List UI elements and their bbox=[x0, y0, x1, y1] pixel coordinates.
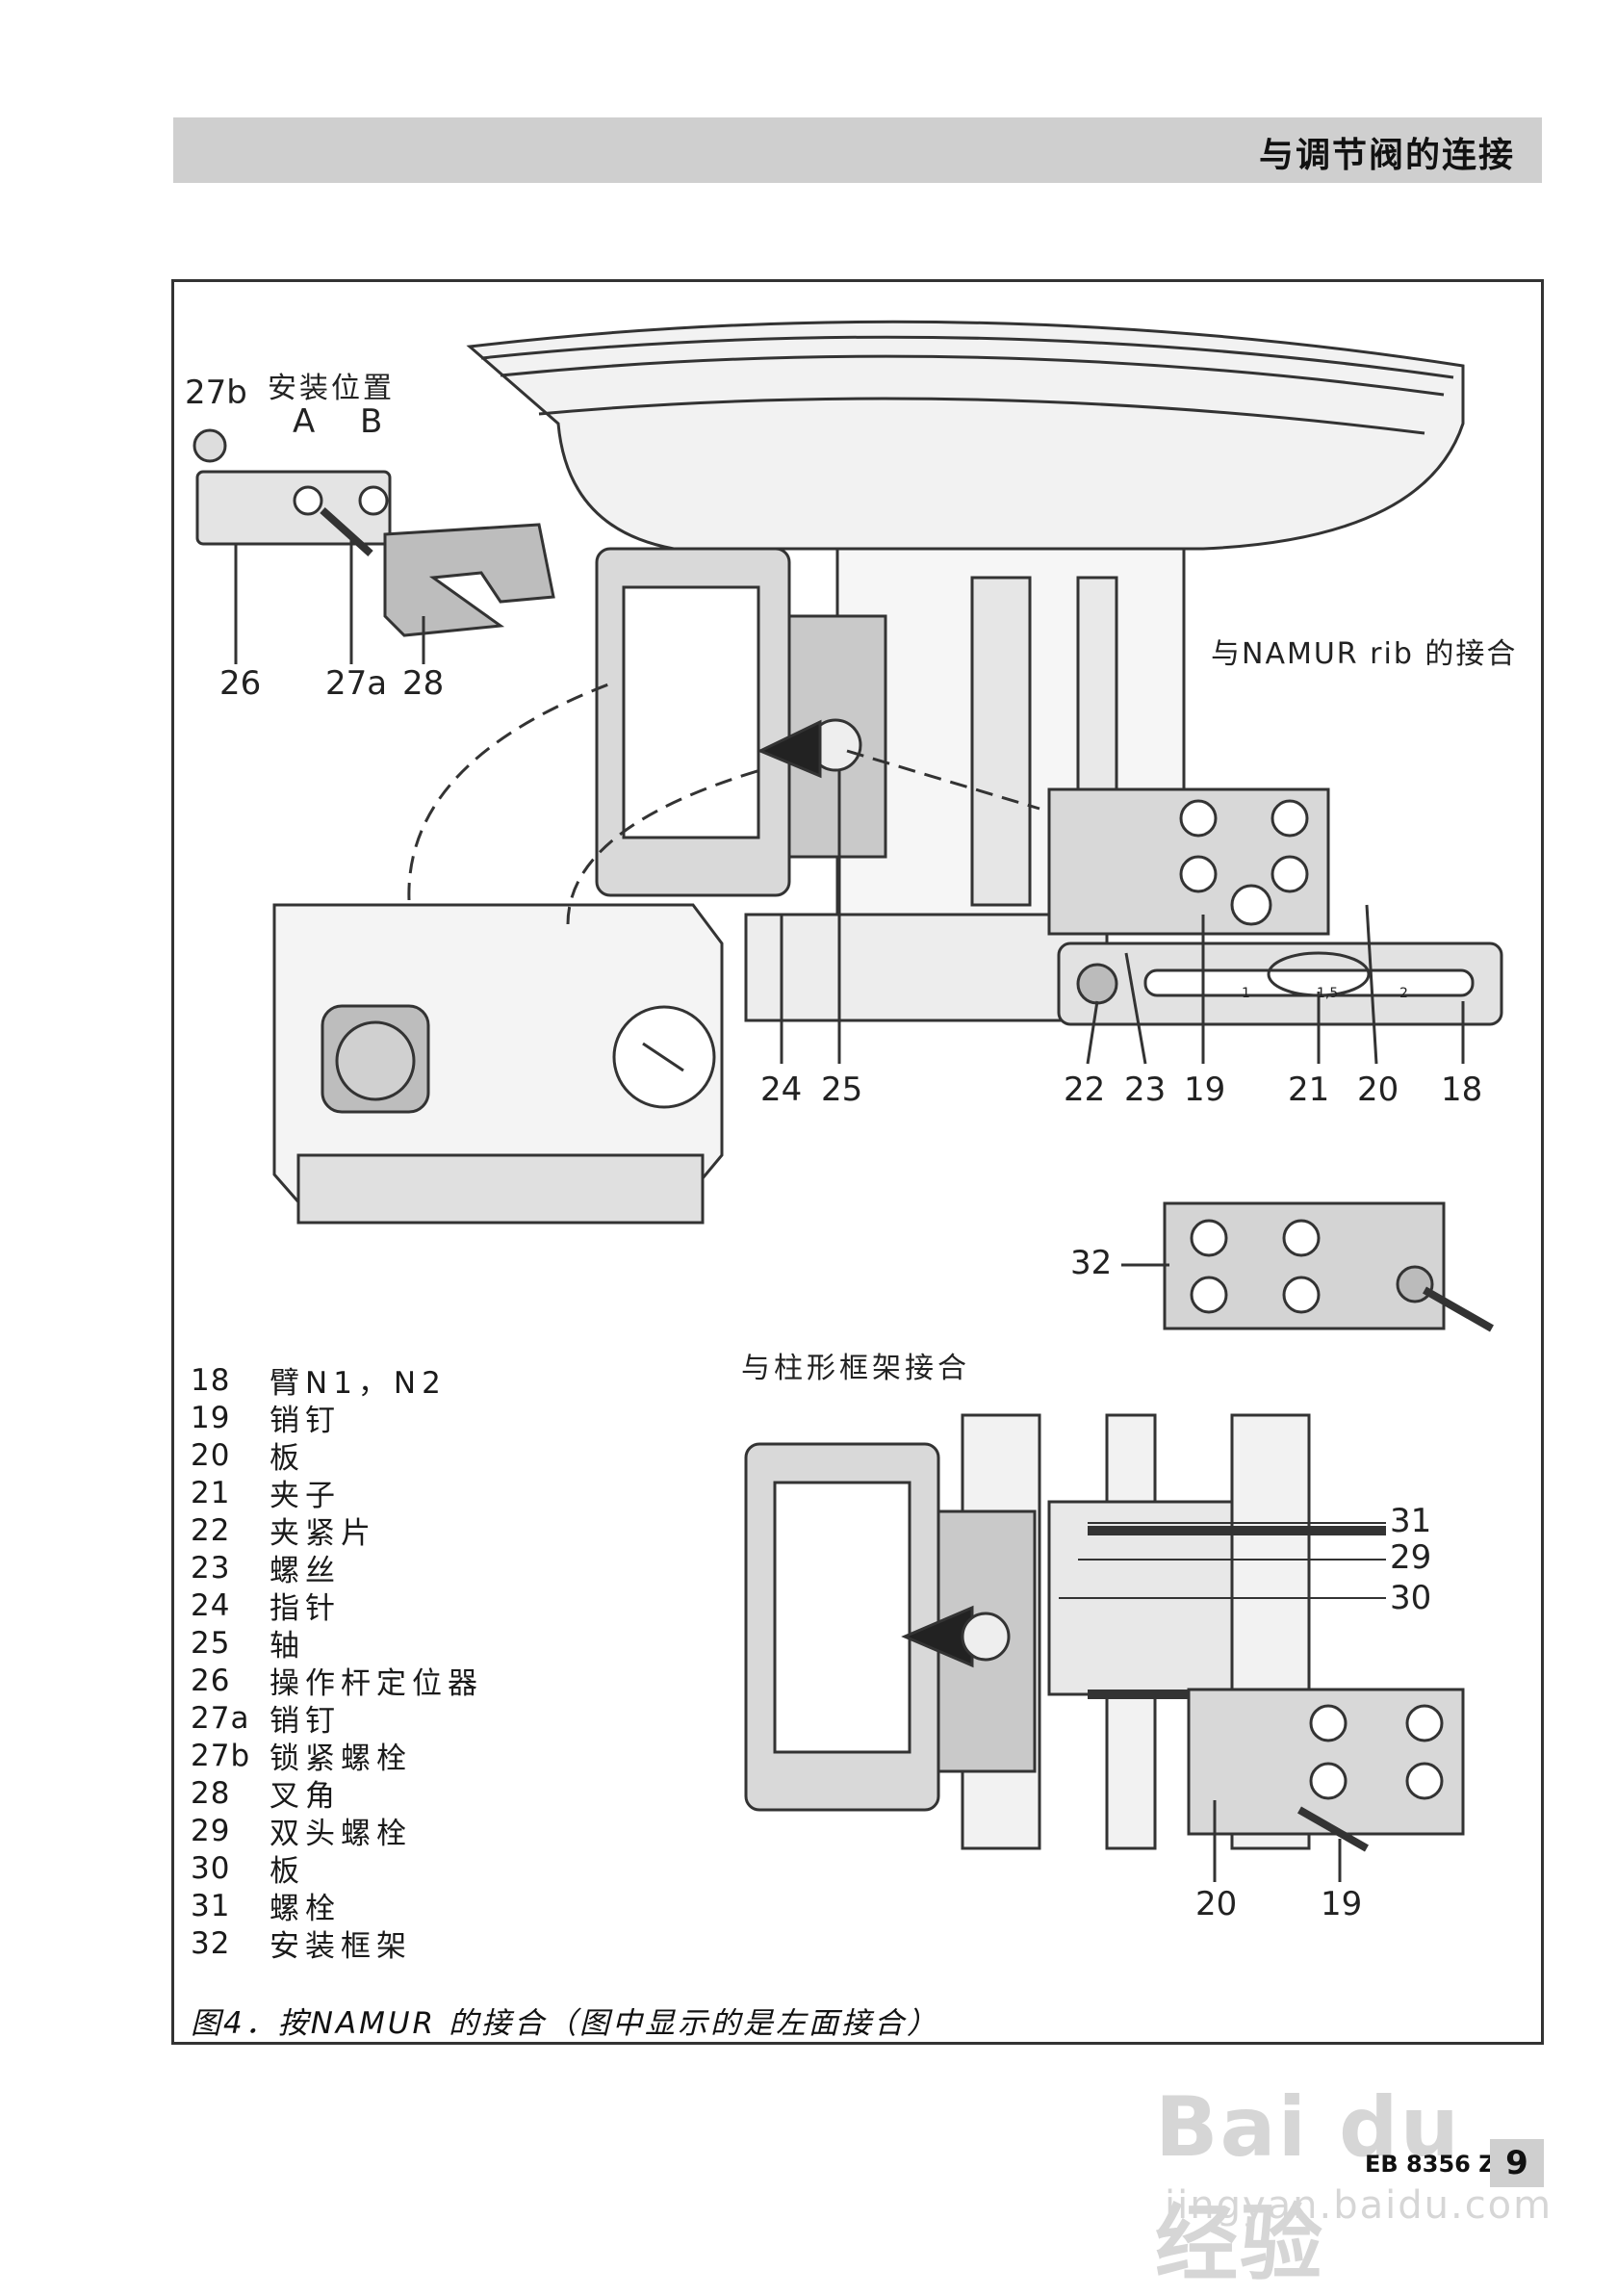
actuator-housing bbox=[466, 320, 1465, 551]
legend-text: 轴 bbox=[270, 1629, 305, 1664]
watermark-url: jingyan.baidu.com bbox=[1165, 2183, 1553, 2228]
header-title: 与调节阀的连接 bbox=[1258, 136, 1515, 175]
callout-28: 28 bbox=[402, 664, 445, 703]
callout-24: 24 bbox=[760, 1071, 803, 1109]
page-footer: EB 8356 ZH 9 bbox=[1365, 2139, 1544, 2187]
legend-text: 夹子 bbox=[270, 1479, 341, 1513]
legend-text: 双头螺栓 bbox=[270, 1817, 412, 1851]
label-namur-rib: 与NAMUR rib 的接合 bbox=[1211, 637, 1518, 671]
legend-item: 20 板 bbox=[191, 1436, 730, 1477]
callout-32: 32 bbox=[1070, 1244, 1113, 1282]
legend-item: 23 螺丝 bbox=[191, 1549, 730, 1589]
callout-23: 23 bbox=[1124, 1071, 1167, 1109]
scale-mark-1: 1 bbox=[1242, 986, 1250, 1001]
legend-number: 31 bbox=[191, 1888, 231, 1923]
label-column-yoke: 与柱形框架接合 bbox=[741, 1352, 970, 1385]
legend-text: 销钉 bbox=[270, 1404, 341, 1438]
page-number: 9 bbox=[1490, 2139, 1544, 2187]
label-mount-position: 安装位置 bbox=[268, 372, 395, 405]
legend-text: 螺丝 bbox=[270, 1554, 341, 1588]
legend-number: 30 bbox=[191, 1850, 231, 1886]
legend-item: 24 指针 bbox=[191, 1587, 730, 1627]
legend-number: 24 bbox=[191, 1587, 231, 1623]
spindle bbox=[970, 576, 1032, 907]
scale-mark-2: 2 bbox=[1399, 986, 1408, 1001]
legend-item: 26 操作杆定位器 bbox=[191, 1662, 730, 1702]
legend-number: 26 bbox=[191, 1663, 231, 1698]
callout-18: 18 bbox=[1441, 1071, 1483, 1109]
legend-text: 臂N1，N2 bbox=[270, 1366, 447, 1401]
callout-31: 31 bbox=[1390, 1502, 1432, 1540]
legend-text: 销钉 bbox=[270, 1704, 341, 1739]
legend-text: 板 bbox=[270, 1854, 305, 1889]
legend-number: 27a bbox=[191, 1700, 250, 1736]
legend-item: 32 安装框架 bbox=[191, 1924, 730, 1965]
pointer bbox=[757, 719, 822, 779]
legend-list: 18 臂N1，N2 19 销钉 20 板 21 夹子 22 夹紧片 23 螺丝 24 指针 2… bbox=[191, 1361, 730, 1965]
legend-number: 27b bbox=[191, 1738, 251, 1773]
legend-item: 28 叉角 bbox=[191, 1774, 730, 1815]
callout-27a: 27a bbox=[325, 664, 388, 703]
clamp-22 bbox=[1076, 963, 1118, 1005]
legend-text: 叉角 bbox=[270, 1779, 341, 1814]
document-code: EB 8356 ZH bbox=[1365, 2151, 1515, 2178]
legend-item: 22 夹紧片 bbox=[191, 1511, 730, 1552]
watermark-brand: Bai du 经验 bbox=[1155, 2079, 1461, 2292]
callout-29: 29 bbox=[1390, 1538, 1432, 1577]
callout-21: 21 bbox=[1288, 1071, 1330, 1109]
legend-text: 操作杆定位器 bbox=[270, 1666, 483, 1701]
legend-number: 22 bbox=[191, 1512, 231, 1548]
legend-number: 21 bbox=[191, 1475, 231, 1510]
legend-text: 指针 bbox=[270, 1591, 341, 1626]
legend-number: 28 bbox=[191, 1775, 231, 1811]
legend-number: 20 bbox=[191, 1437, 231, 1473]
header-band: 与调节阀的连接 bbox=[173, 117, 1542, 183]
callout-26: 26 bbox=[219, 664, 262, 703]
legend-item: 31 螺栓 bbox=[191, 1887, 730, 1927]
legend-text: 安装框架 bbox=[270, 1929, 412, 1964]
scale-mark-1-5: 1,5 bbox=[1317, 986, 1339, 1001]
callout-20-bottom: 20 bbox=[1195, 1885, 1238, 1923]
legend-number: 23 bbox=[191, 1550, 231, 1586]
legend-number: 25 bbox=[191, 1625, 231, 1661]
watermark: Bai du 经验 jingyan.baidu.com bbox=[1155, 2079, 1559, 2292]
legend-item: 21 夹子 bbox=[191, 1474, 730, 1514]
callout-30: 30 bbox=[1390, 1579, 1432, 1617]
legend-item: 30 板 bbox=[191, 1849, 730, 1890]
callout-27b: 27b bbox=[185, 374, 247, 412]
legend-text: 夹紧片 bbox=[270, 1516, 376, 1551]
legend-number: 19 bbox=[191, 1400, 231, 1435]
fork-28 bbox=[383, 523, 555, 637]
legend-number: 32 bbox=[191, 1925, 231, 1961]
figure-caption: 图4．按NAMUR 的接合（图中显示的是左面接合） bbox=[191, 2006, 939, 2041]
legend-item: 18 臂N1，N2 bbox=[191, 1361, 730, 1402]
callout-20-top: 20 bbox=[1357, 1071, 1399, 1109]
label-position-a: A bbox=[293, 402, 316, 441]
callout-25: 25 bbox=[821, 1071, 863, 1109]
callout-22: 22 bbox=[1064, 1071, 1106, 1109]
callout-19-top: 19 bbox=[1184, 1071, 1226, 1109]
legend-item: 25 轴 bbox=[191, 1624, 730, 1664]
legend-item: 27b 锁紧螺栓 bbox=[191, 1737, 730, 1777]
callout-19-bottom: 19 bbox=[1321, 1885, 1363, 1923]
legend-text: 板 bbox=[270, 1441, 305, 1476]
legend-item: 27a 销钉 bbox=[191, 1699, 730, 1740]
legend-item: 29 双头螺栓 bbox=[191, 1812, 730, 1852]
legend-number: 18 bbox=[191, 1362, 231, 1398]
legend-item: 19 销钉 bbox=[191, 1399, 730, 1439]
legend-text: 锁紧螺栓 bbox=[270, 1741, 412, 1776]
legend-text: 螺栓 bbox=[270, 1892, 341, 1926]
label-position-b: B bbox=[360, 402, 383, 441]
lock-bolt-27b bbox=[192, 428, 227, 463]
legend-number: 29 bbox=[191, 1813, 231, 1848]
